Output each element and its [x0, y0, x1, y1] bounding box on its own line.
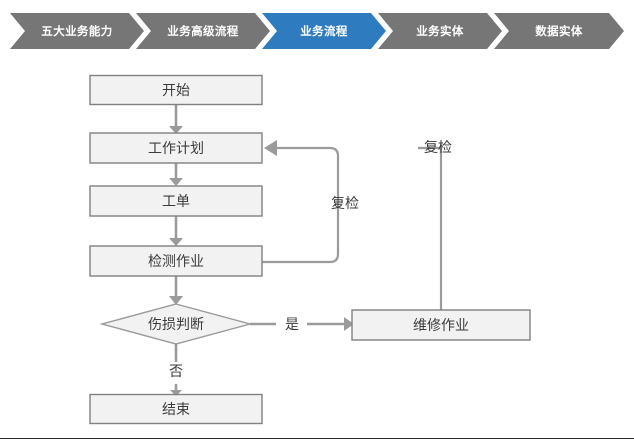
node-repair-label: 维修作业 — [413, 318, 469, 334]
edge-label-recheck-outer: 复检 — [424, 139, 452, 156]
node-workorder[interactable]: 工单 — [89, 185, 263, 217]
node-start[interactable]: 开始 — [89, 74, 263, 106]
edge-label-no: 否 — [169, 364, 183, 380]
edge-decision-to-repair-yes — [250, 317, 354, 331]
node-decision[interactable]: 伤损判断 — [99, 303, 253, 345]
edge-inspect-to-decision — [169, 276, 183, 305]
node-decision-label: 伤损判断 — [148, 317, 204, 333]
node-repair[interactable]: 维修作业 — [351, 309, 531, 341]
edge-repair-to-workplan-recheck — [418, 146, 443, 310]
node-workorder-label: 工单 — [162, 194, 190, 210]
edge-workorder-to-inspect — [169, 216, 183, 246]
node-workplan[interactable]: 工作计划 — [89, 132, 263, 164]
node-workplan-label: 工作计划 — [148, 141, 204, 157]
edge-decision-to-end-no — [170, 344, 182, 396]
edge-workplan-to-workorder — [169, 163, 183, 186]
node-inspect[interactable]: 检测作业 — [89, 245, 263, 277]
node-start-label: 开始 — [162, 83, 190, 99]
edge-label-recheck-inner: 复检 — [331, 195, 359, 212]
node-end[interactable]: 结束 — [89, 393, 263, 425]
edge-label-yes: 是 — [285, 317, 299, 333]
node-inspect-label: 检测作业 — [148, 254, 204, 270]
edge-inspect-to-workplan-recheck — [262, 140, 340, 264]
node-end-label: 结束 — [162, 402, 190, 418]
edge-start-to-workplan — [169, 104, 183, 134]
